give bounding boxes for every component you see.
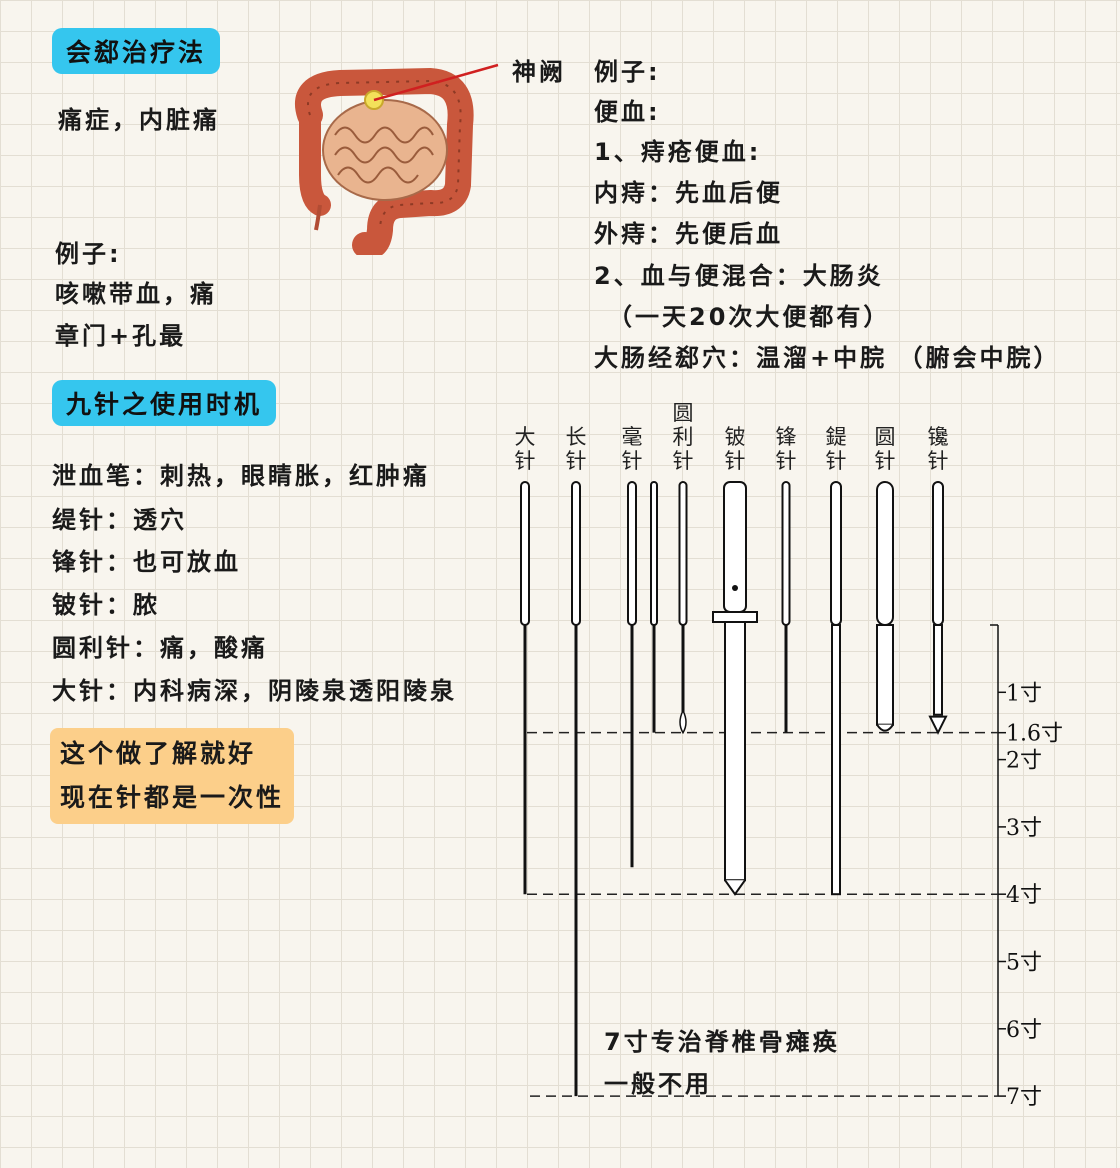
needle-name-char: 针 xyxy=(673,449,694,473)
needle-name-char: 利 xyxy=(673,425,694,449)
needle-shaft xyxy=(933,624,943,716)
right-line-5: 外痔：先便后血 xyxy=(594,220,783,248)
needle-handle xyxy=(781,481,791,626)
needle-tip xyxy=(928,715,948,735)
right-line-6: 2、血与便混合：大肠炎 xyxy=(594,262,884,290)
right-line-8: 大肠经郄穴：温溜+中脘 （腑会中脘） xyxy=(594,344,1061,372)
use-line-2: 缇针：透穴 xyxy=(52,506,187,534)
needle-name-char: 锋 xyxy=(776,425,797,449)
needle-name-char: 针 xyxy=(928,449,949,473)
needle-name-char: 鍉 xyxy=(826,425,847,449)
use-line-5: 圆利针：痛，酸痛 xyxy=(52,634,268,662)
needle-name-char: 针 xyxy=(776,449,797,473)
note-line-1: 这个做了解就好 xyxy=(60,739,257,768)
right-line-7: （一天20次大便都有） xyxy=(608,303,891,331)
title-nine-needles-usage: 九针之使用时机 xyxy=(52,380,277,426)
example-label-left: 例子: xyxy=(55,240,122,268)
needle-handle xyxy=(723,481,747,613)
scale-label: 6寸 xyxy=(1006,1018,1042,1043)
needle-name-char: 针 xyxy=(622,449,643,473)
needle-handle xyxy=(650,481,658,626)
needle-name-char: 毫 xyxy=(622,425,643,449)
needle-name-char: 铍 xyxy=(725,425,746,449)
needle-handle xyxy=(627,481,637,626)
note-line-2: 现在针都是一次性 xyxy=(60,783,285,812)
scale-label: 2寸 xyxy=(1006,749,1042,774)
scale-label: 4寸 xyxy=(1006,883,1042,908)
needle-guard xyxy=(712,611,758,623)
needle-name-char: 针 xyxy=(515,449,536,473)
right-line-3: 1、痔疮便血: xyxy=(594,138,762,166)
needle-hole xyxy=(732,585,738,591)
example-line-2: 章门+孔最 xyxy=(55,322,187,350)
needle-name-char: 圆 xyxy=(875,425,896,449)
scale-label: 5寸 xyxy=(1006,951,1042,976)
needle-shaft xyxy=(876,624,894,726)
needle-handle xyxy=(571,481,581,626)
needle-name-char: 针 xyxy=(875,449,896,473)
use-line-6: 大针：内科病深，阴陵泉透阳陵泉 xyxy=(52,677,457,705)
use-line-3: 锋针：也可放血 xyxy=(52,548,241,576)
needle-tip xyxy=(724,879,746,896)
use-line-1: 泄血笔：刺热，眼睛胀，红肿痛 xyxy=(52,462,430,490)
needle-handle xyxy=(830,481,842,626)
shenque-label: 神阙 xyxy=(512,58,566,86)
needle-blade xyxy=(724,621,746,882)
needle-handle xyxy=(932,481,944,626)
intestine-icon xyxy=(295,63,499,255)
needle-name-char: 长 xyxy=(566,425,587,449)
chart-note-1: 7寸专治脊椎骨瘫痪 xyxy=(604,1028,840,1056)
needle-handle xyxy=(520,481,530,626)
needle-name-char: 针 xyxy=(725,449,746,473)
needle-name-char: 针 xyxy=(566,449,587,473)
pain-indication: 痛症，内脏痛 xyxy=(58,106,220,134)
right-line-2: 便血: xyxy=(594,98,661,126)
scale-label: 1.6寸 xyxy=(1006,722,1063,747)
needle-name-char: 大 xyxy=(515,425,536,449)
chart-note-2: 一般不用 xyxy=(604,1070,712,1098)
needle-tip xyxy=(876,724,894,732)
note-box: 这个做了解就好 现在针都是一次性 xyxy=(50,728,295,824)
needle-tip xyxy=(679,710,687,735)
needle-name-char: 针 xyxy=(826,449,847,473)
title-huixi-therapy: 会郄治疗法 xyxy=(52,28,221,74)
use-line-4: 铍针：脓 xyxy=(52,591,160,619)
scale-label: 1寸 xyxy=(1006,681,1042,706)
scale-label: 3寸 xyxy=(1006,816,1042,841)
needle-shaft xyxy=(831,624,841,896)
needle-handle xyxy=(678,481,688,626)
example-line-1: 咳嗽带血，痛 xyxy=(55,280,217,308)
needle-handle xyxy=(876,481,894,626)
scale-label: 7寸 xyxy=(1006,1085,1042,1110)
needle-name-char: 镵 xyxy=(928,425,949,449)
needle-name-char: 圆 xyxy=(673,401,694,425)
right-line-4: 内痔：先血后便 xyxy=(594,179,783,207)
right-line-1: 例子: xyxy=(594,58,661,86)
